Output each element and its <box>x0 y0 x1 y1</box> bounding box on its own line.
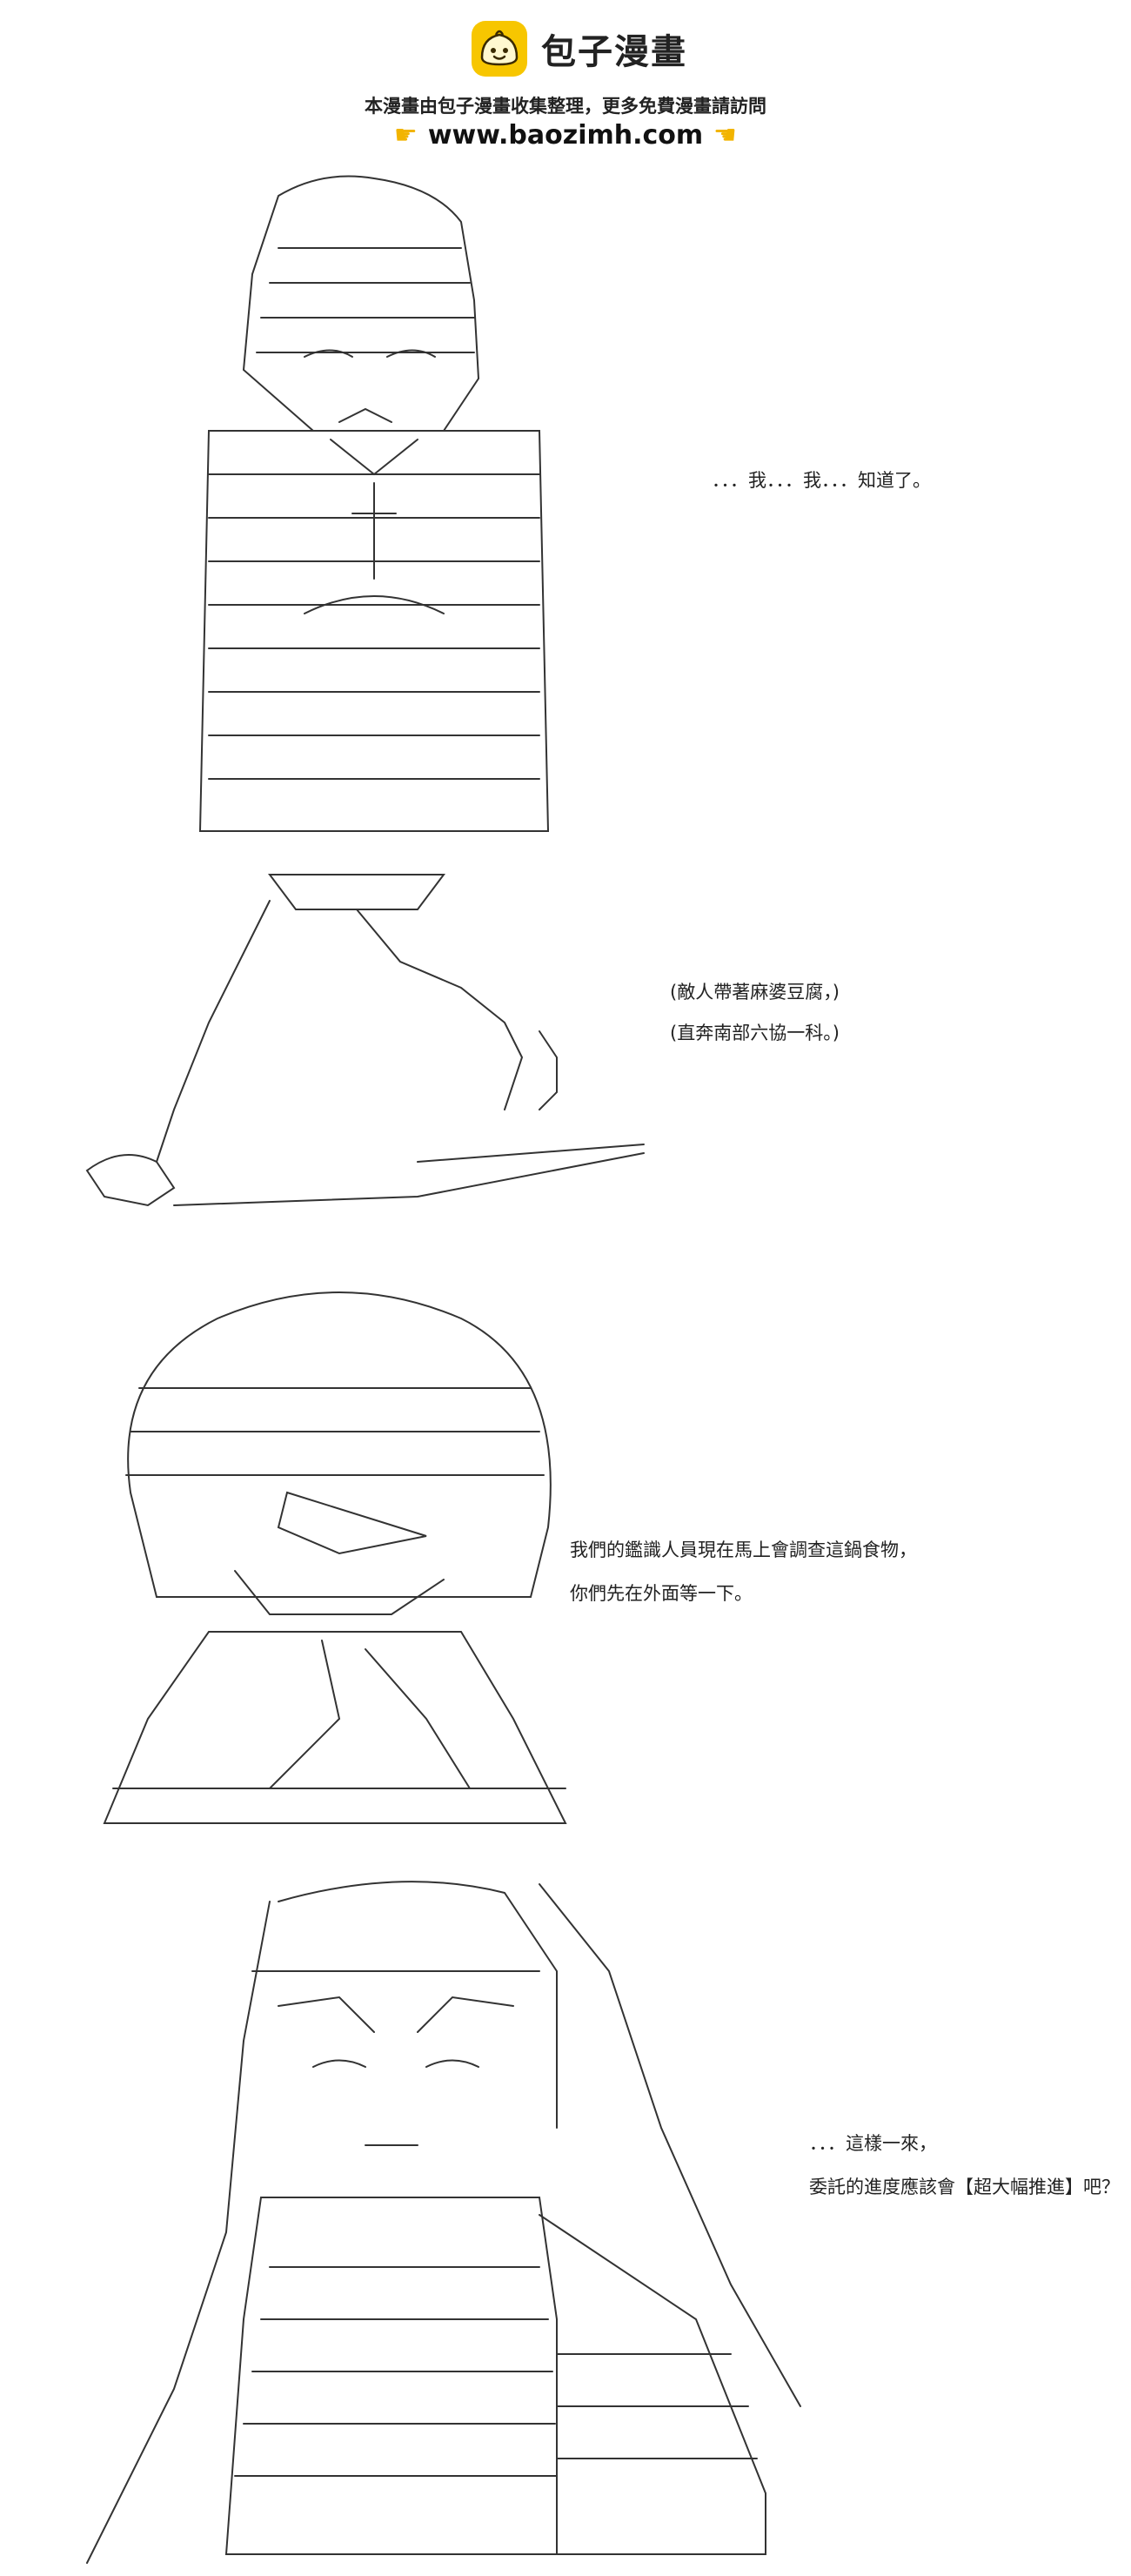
site-url[interactable]: www.baozimh.com <box>427 120 704 151</box>
ascii-art-masked-investigator <box>103 1291 567 1824</box>
pointing-hand-icon: ☛ <box>393 120 418 151</box>
ascii-art-hand-holding-bowl <box>85 874 645 1207</box>
dialogue-line: 你們先在外面等一下。 <box>570 1583 753 1604</box>
pointing-hand-icon: ☛ <box>713 120 738 151</box>
brand-logo[interactable]: 包子漫畫 <box>470 19 687 78</box>
ascii-art-girl-long-hair <box>86 1881 801 2564</box>
site-url-row[interactable]: ☛ www.baozimh.com ☛ <box>0 120 1131 151</box>
notice-text: 本漫畫由包子漫畫收集整理，更多免費漫畫請訪問 <box>365 96 766 117</box>
dialogue-line: 委託的進度應該會【超大幅推進】吧？ <box>809 2177 1120 2197</box>
dialogue-line: ．．．我．．．我．．．知道了。 <box>712 470 931 491</box>
ascii-art-girl-standing <box>198 175 550 832</box>
brand-name: 包子漫畫 <box>541 32 687 72</box>
panel-3: 我們的鑑識人員現在馬上會調查這鍋食物， 你們先在外面等一下。 <box>0 1249 1131 1858</box>
site-header: 包子漫畫 本漫畫由包子漫畫收集整理，更多免費漫畫請訪問 ☛ www.baozimh… <box>0 0 1131 152</box>
dialogue-line: 我們的鑑識人員現在馬上會調查這鍋食物， <box>570 1540 917 1560</box>
panel-1: ．．．我．．．我．．．知道了。 <box>0 152 1131 832</box>
narration-line: (直奔南部六協一科。) <box>670 1023 840 1043</box>
panel-2: (敵人帶著麻婆豆腐，) (直奔南部六協一科。) <box>0 831 1131 1249</box>
bun-icon <box>472 21 527 77</box>
panel-4: ．．．這樣一來， 委託的進度應該會【超大幅推進】吧？ <box>0 1858 1131 2576</box>
narration-line: (敵人帶著麻婆豆腐，) <box>670 982 840 1003</box>
dialogue-line: ．．．這樣一來， <box>809 2133 937 2154</box>
